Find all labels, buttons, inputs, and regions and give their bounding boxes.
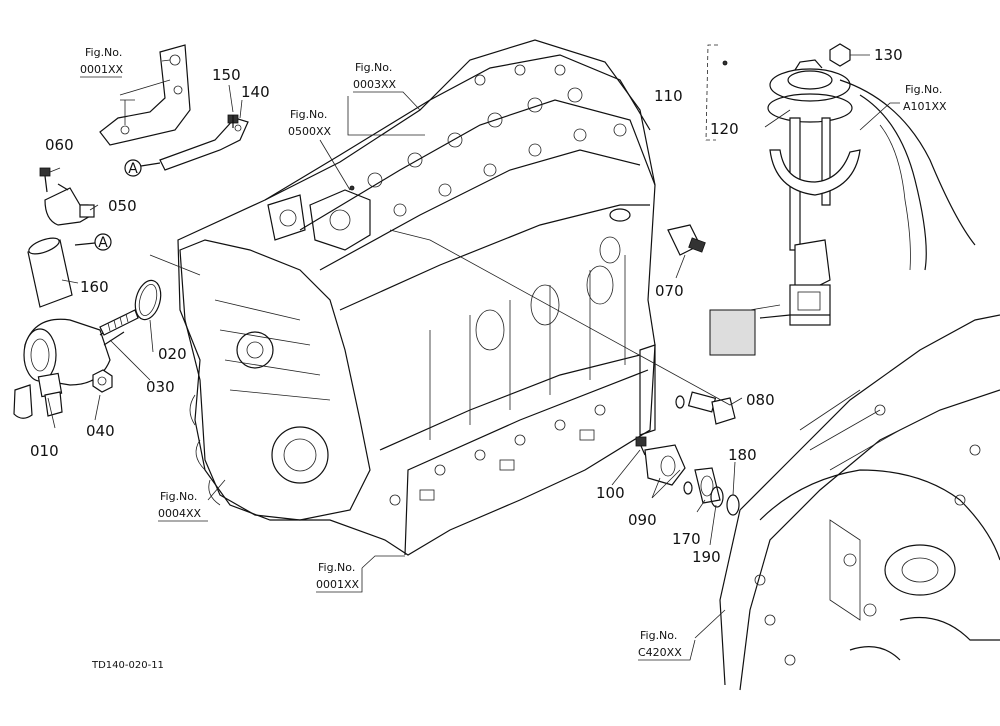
part-010-drawing: [13, 318, 125, 419]
svg-text:Fig.No.: Fig.No.: [290, 108, 327, 121]
part-number-080: 080: [746, 391, 775, 409]
part-number-100: 100: [596, 484, 625, 502]
fig-ref-a101xx: Fig.No. A101XX: [903, 83, 947, 113]
fig-ref-c420xx: Fig.No. C420XX: [638, 629, 696, 661]
svg-text:Fig.No.: Fig.No.: [355, 61, 392, 74]
svg-text:0003XX: 0003XX: [353, 78, 397, 91]
part-number-020: 020: [158, 345, 187, 363]
part-100-drawing: [635, 436, 647, 456]
part-170-drawing: [694, 467, 721, 504]
fig-ref-0500xx: Fig.No. 0500XX: [288, 108, 332, 138]
svg-text:A101XX: A101XX: [903, 100, 947, 113]
part-060-drawing: [39, 167, 51, 193]
part-number-060: 060: [45, 136, 74, 154]
svg-text:0004XX: 0004XX: [158, 507, 202, 520]
part-number-110: 110: [654, 87, 683, 105]
part-190-drawing: [710, 486, 724, 508]
svg-text:Fig.No.: Fig.No.: [160, 490, 197, 503]
part-030-drawing: [99, 309, 139, 336]
svg-text:0001XX: 0001XX: [80, 63, 124, 76]
part-150-drawing: [227, 114, 239, 128]
transmission-case-drawing: [719, 314, 1000, 691]
fig-ref-0001xx-bottom: Fig.No. 0001XX: [316, 561, 363, 593]
part-number-labels: 010 020 030 040 050 060 070 080 090 100 …: [30, 46, 903, 566]
bracket-drawing: [99, 44, 191, 146]
part-number-050: 050: [108, 197, 137, 215]
part-050-drawing: [44, 183, 95, 226]
part-number-130: 130: [874, 46, 903, 64]
part-number-160: 160: [80, 278, 109, 296]
part-160-drawing: [27, 237, 73, 308]
part-number-180: 180: [728, 446, 757, 464]
figure-references: Fig.No. 0001XX Fig.No. 0003XX Fig.No. 05…: [80, 46, 947, 661]
svg-text:C420XX: C420XX: [638, 646, 682, 659]
part-090-drawing: [644, 444, 686, 486]
fig-ref-0004xx: Fig.No. 0004XX: [158, 490, 208, 522]
part-number-070: 070: [655, 282, 684, 300]
svg-text:0500XX: 0500XX: [288, 125, 332, 138]
part-020-drawing: [134, 279, 162, 321]
fig-ref-0001xx-top: Fig.No. 0001XX: [80, 46, 124, 78]
part-130-drawing: [829, 43, 851, 67]
part-number-090: 090: [628, 511, 657, 529]
svg-text:Fig.No.: Fig.No.: [85, 46, 122, 59]
part-number-190: 190: [692, 548, 721, 566]
svg-text:Fig.No.: Fig.No.: [905, 83, 942, 96]
fuel-sender-drawing: [709, 59, 861, 356]
part-040-drawing: [92, 369, 113, 393]
part-number-010: 010: [30, 442, 59, 460]
part-number-150: 150: [212, 66, 241, 84]
callout-a-upper: A: [124, 159, 161, 177]
engine-block-drawing: [177, 39, 656, 556]
part-number-040: 040: [86, 422, 115, 440]
drawing-code: TD140-020-11: [91, 660, 164, 671]
callout-a-lower: A: [74, 233, 112, 251]
svg-text:Fig.No.: Fig.No.: [640, 629, 677, 642]
svg-text:A: A: [98, 235, 108, 251]
svg-text:0001XX: 0001XX: [316, 578, 360, 591]
svg-text:A: A: [128, 161, 138, 177]
leader-lines: [47, 54, 900, 639]
part-180-drawing: [726, 494, 740, 516]
part-number-030: 030: [146, 378, 175, 396]
part-140-drawing: [159, 117, 249, 171]
svg-text:Fig.No.: Fig.No.: [318, 561, 355, 574]
part-number-170: 170: [672, 530, 701, 548]
part-number-120: 120: [710, 120, 739, 138]
part-080-drawing: [675, 391, 736, 425]
part-number-140: 140: [241, 83, 270, 101]
fig-ref-0003xx: Fig.No. 0003XX: [353, 61, 421, 111]
part-070-drawing: [667, 224, 706, 256]
